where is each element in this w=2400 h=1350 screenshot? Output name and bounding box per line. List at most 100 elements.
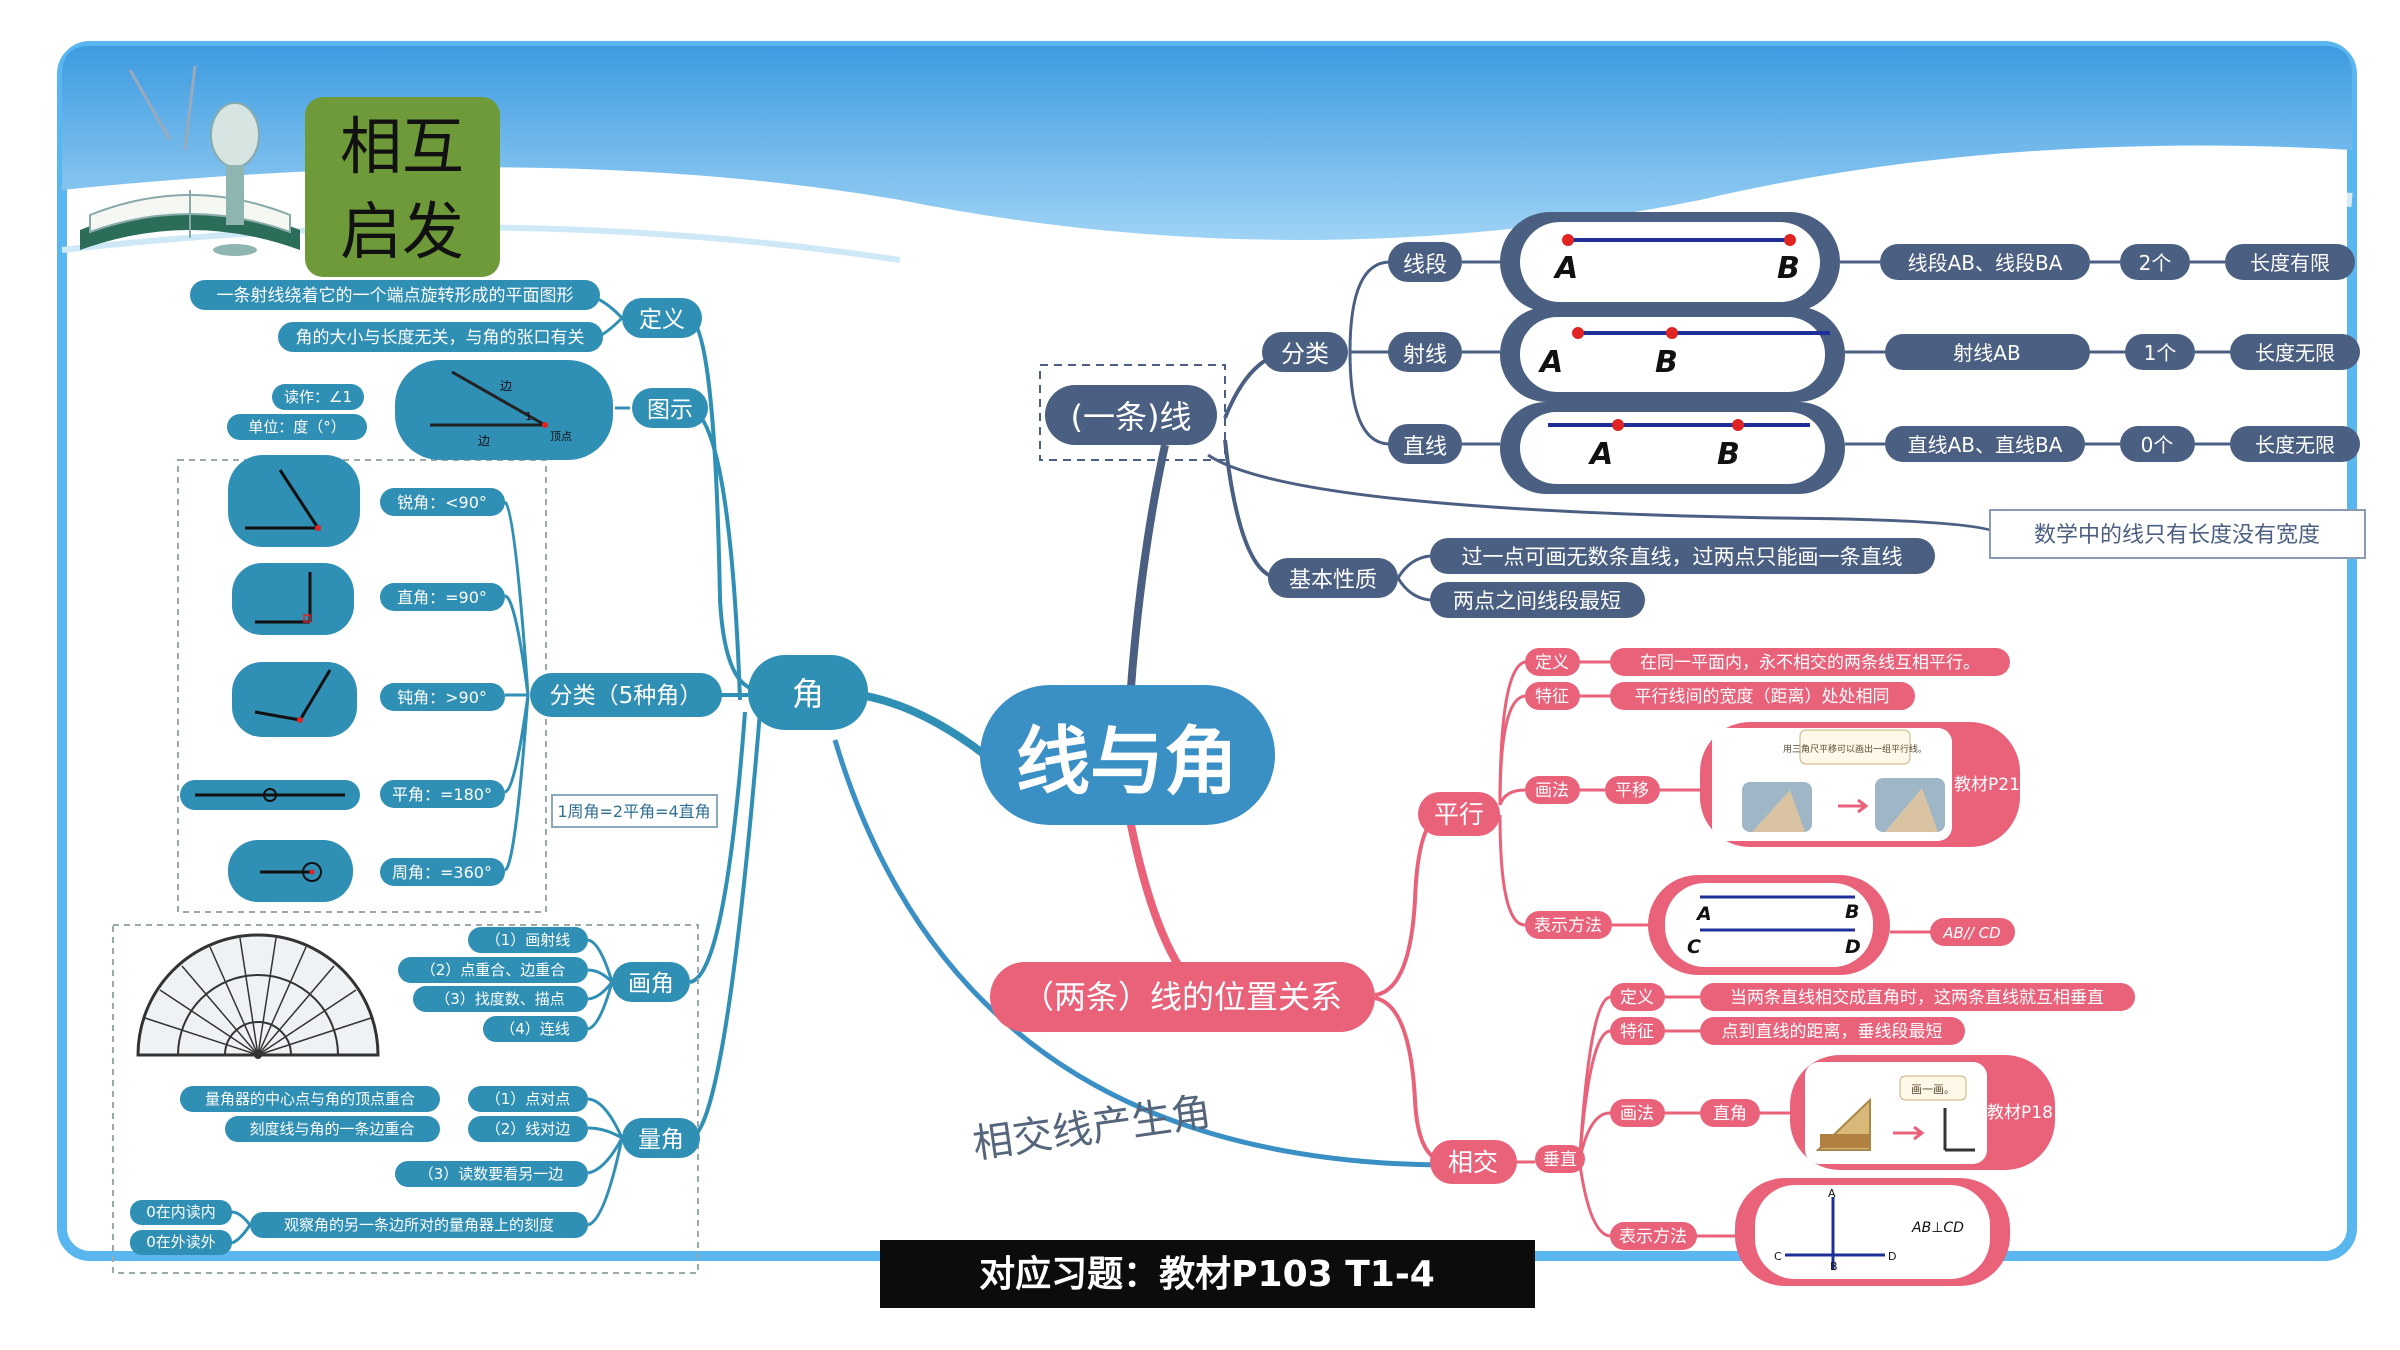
parallel-feature-tag[interactable] (1525, 682, 1580, 710)
angle-read-node[interactable]: 读作：∠1 (272, 384, 364, 410)
measure-outer: 0在外读外 (146, 1233, 216, 1251)
ray-count: 1个 (2144, 341, 2177, 365)
straight-line-row: 直线 A B 直线AB、直线BA 0个 长度无限 (1388, 402, 2360, 494)
property-1-node[interactable]: 过一点可画无数条直线，过两点只能画一条直线 (1430, 538, 1935, 574)
angle-definition-text-1-node[interactable]: 一条射线绕着它的一个端点旋转形成的平面图形 (190, 280, 600, 310)
perp-point-a: A (1828, 1187, 1836, 1200)
perpendicular-node[interactable]: 垂直 (1535, 1145, 1585, 1173)
straight-label-node[interactable] (1388, 424, 1462, 464)
property-node[interactable]: 基本性质 (1268, 558, 1398, 598)
measure-step-1-detail-node[interactable]: 量角器的中心点与角的顶点重合 (180, 1086, 440, 1112)
parallel-feature-node[interactable] (1610, 682, 1915, 710)
parallel-notation-node[interactable] (1930, 918, 2015, 946)
angle-figure-side-1: 边 (500, 379, 512, 393)
parallel-notation-text: AB// CD (1942, 924, 2000, 942)
perp-feature-node[interactable] (1700, 1017, 1965, 1045)
perp-notation-tag[interactable] (1610, 1222, 1697, 1250)
ray-notation-node[interactable] (1885, 334, 2090, 370)
straight-label: 直线 (1403, 435, 1447, 460)
draw-step-3: （3）找度数、描点 (435, 990, 565, 1008)
obtuse-angle-node[interactable] (380, 683, 505, 711)
property-label: 基本性质 (1289, 568, 1377, 593)
parallel-draw-method: 平移 (1615, 781, 1649, 801)
draw-step-2-node[interactable]: （2）点重合、边重合 (398, 957, 588, 983)
perp-def-node[interactable] (1700, 983, 2135, 1011)
straight-count-node[interactable] (2120, 426, 2195, 462)
measure-step-2-detail-node[interactable]: 刻度线与角的一条边重合 (225, 1116, 440, 1142)
right-angle-row: 直角：=90° (232, 563, 505, 635)
measure-step-3-detail-node[interactable]: 观察角的另一条边所对的量角器上的刻度 (250, 1212, 588, 1238)
draw-step-1-node[interactable]: （1）画射线 (468, 927, 588, 953)
parallel-notation-tag[interactable] (1525, 911, 1612, 939)
segment-count-node[interactable] (2120, 244, 2190, 280)
property-2-node[interactable]: 两点之间线段最短 (1430, 582, 1645, 618)
right-angle-node[interactable] (380, 583, 505, 611)
segment-label-node[interactable] (1388, 242, 1462, 282)
draw-step-3-node[interactable]: （3）找度数、描点 (413, 986, 588, 1012)
perp-draw-method-node[interactable] (1700, 1099, 1760, 1127)
angle-definition-text-2: 角的大小与长度无关，与角的张口有关 (296, 328, 585, 348)
straight-angle-node[interactable] (380, 780, 505, 808)
angle-node[interactable]: 角 (748, 655, 868, 730)
perp-draw-method: 直角 (1713, 1104, 1747, 1124)
draw-step-2: （2）点重合、边重合 (421, 961, 566, 979)
exercise-footer[interactable]: 对应习题：教材P103 T1-4 (880, 1240, 1535, 1308)
ray-length: 长度无限 (2255, 341, 2335, 365)
parallel-def-tag[interactable] (1525, 648, 1580, 676)
straight-point-b: B (1717, 437, 1740, 472)
segment-notation-node[interactable] (1880, 244, 2090, 280)
measure-angle-node[interactable]: 量角 (622, 1118, 700, 1158)
relation-node[interactable]: （两条）线的位置关系 (990, 962, 1375, 1032)
measure-outer-node[interactable]: 0在外读外 (130, 1230, 232, 1255)
perp-def-tag[interactable] (1610, 983, 1665, 1011)
round-angle-node[interactable] (380, 858, 505, 886)
obtuse-angle-figure (232, 662, 357, 737)
center-node[interactable]: 线与角 (980, 685, 1275, 825)
straight-length-node[interactable] (2230, 426, 2360, 462)
angle-figure-illustration: 边 边 顶点 1 (395, 360, 613, 460)
angle-definition-text-2-node[interactable]: 角的大小与长度无关，与角的张口有关 (278, 322, 603, 352)
parallel-notation-label: 表示方法 (1534, 916, 1602, 936)
measure-step-3-node[interactable]: （3）读数要看另一边 (395, 1161, 588, 1187)
segment-length-node[interactable] (2225, 244, 2355, 280)
parallel-def-node[interactable] (1610, 648, 2010, 676)
round-angle-label: 周角：=360° (392, 863, 492, 882)
measure-step-3: （3）读数要看另一边 (419, 1165, 564, 1183)
angle-figure-number: 1 (525, 410, 532, 423)
parallel-def-row: 定义 在同一平面内，永不相交的两条线互相平行。 (1525, 648, 2010, 676)
angle-classify-node[interactable]: 分类（5种角） (530, 673, 722, 717)
angle-definition-node[interactable]: 定义 (622, 298, 702, 338)
perp-notation-row: 表示方法 A B C D AB⊥CD (1610, 1178, 2010, 1286)
ray-count-node[interactable] (2125, 334, 2195, 370)
angle-figure-label: 图示 (647, 397, 693, 423)
parallel-draw-method-node[interactable] (1605, 776, 1660, 804)
straight-length: 长度无限 (2255, 433, 2335, 457)
ray-length-node[interactable] (2230, 334, 2360, 370)
property-2: 两点之间线段最短 (1453, 589, 1621, 613)
classify-node[interactable]: 分类 (1262, 332, 1348, 372)
measure-step-2-node[interactable]: （2）线对边 (468, 1116, 588, 1142)
angle-relation-text: 1周角=2平角=4直角 (557, 802, 710, 821)
draw-angle-node[interactable]: 画角 (612, 962, 690, 1002)
parallel-feature-text: 平行线间的宽度（距离）处处相同 (1635, 687, 1890, 707)
measure-step-1-node[interactable]: （1）点对点 (468, 1086, 588, 1112)
angle-figure-node[interactable]: 图示 (632, 388, 708, 428)
classify-label: 分类 (1281, 340, 1329, 368)
perp-feature-tag[interactable] (1610, 1017, 1665, 1045)
line-node[interactable]: (一条)线 (1045, 385, 1217, 445)
angle-unit-node[interactable]: 单位：度（°） (227, 414, 367, 440)
perp-draw-tag[interactable] (1610, 1099, 1665, 1127)
parallel-node[interactable]: 平行 (1418, 792, 1500, 836)
draw-step-4-node[interactable]: （4）连线 (483, 1016, 588, 1042)
obtuse-angle-row: 钝角：>90° (232, 662, 505, 737)
parallel-draw-tag[interactable] (1525, 776, 1580, 804)
measure-inner-node[interactable]: 0在内读内 (130, 1200, 232, 1225)
straight-notation-node[interactable] (1885, 426, 2085, 462)
acute-angle-node[interactable] (380, 488, 505, 516)
angle-unit: 单位：度（°） (248, 418, 346, 436)
title-badge: 相互 启发 (305, 97, 500, 277)
segment-notation: 线段AB、线段BA (1908, 251, 2063, 275)
intersect-node[interactable]: 相交 (1430, 1140, 1517, 1184)
ray-label-node[interactable] (1388, 332, 1462, 372)
